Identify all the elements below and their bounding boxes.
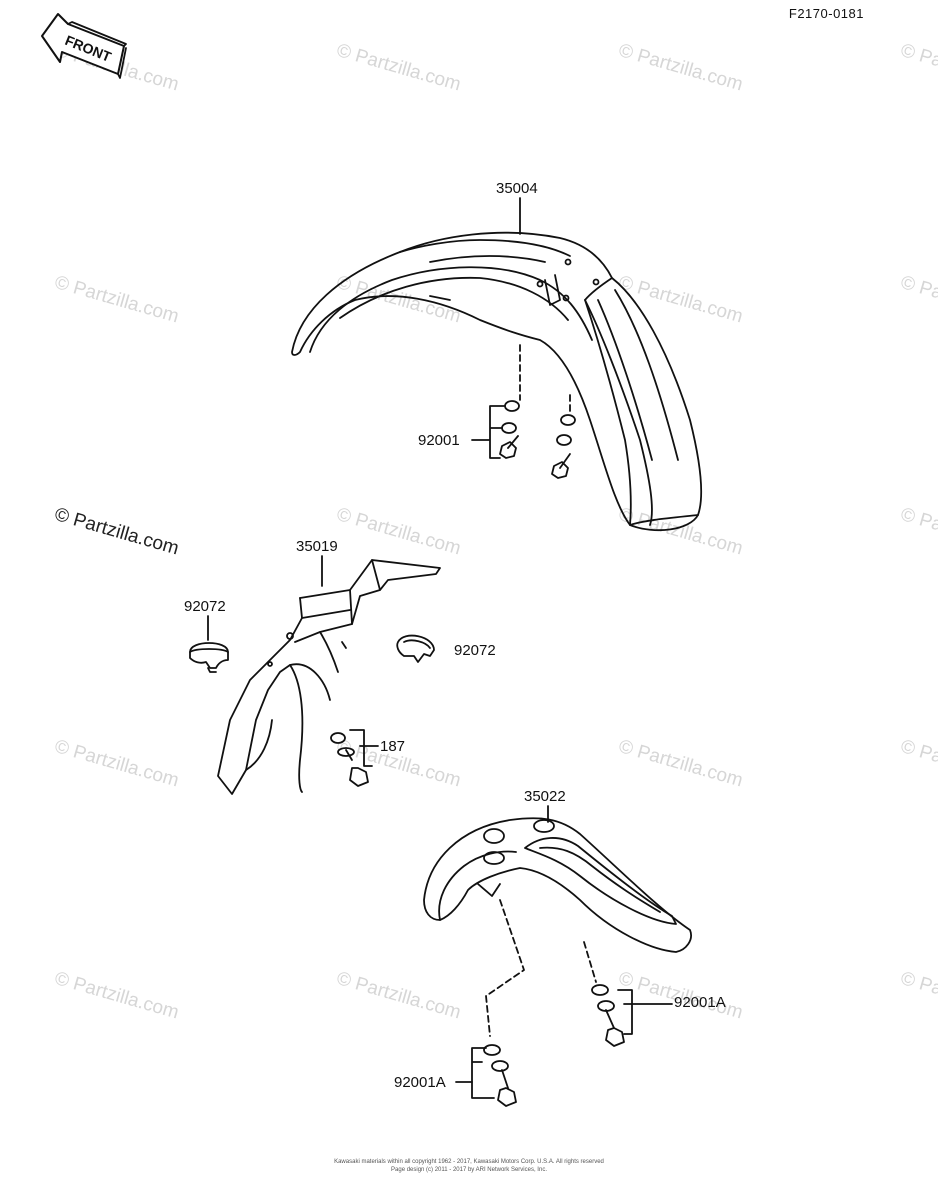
label-fender-bracket: 35019: [296, 538, 338, 555]
bolt-stack-187: [330, 732, 369, 787]
clamp-92072-right: [396, 634, 435, 663]
label-bolt-set-bracket: 187: [380, 738, 406, 755]
label-clamp-right: 92072: [454, 642, 496, 659]
diagram-code: F2170-0181: [788, 6, 864, 21]
rear-fender-35022: [423, 817, 692, 953]
bolt-stack-front-right: [551, 394, 576, 479]
fender-bracket-35019: [217, 559, 441, 795]
copyright-footer: Kawasaki materials within all copyright …: [0, 1158, 938, 1174]
bolt-stack-front-left: [499, 344, 521, 459]
bolt-stack-rear-right: [583, 941, 625, 1047]
label-clamp-left: 92072: [184, 598, 226, 615]
label-bolt-set-rear-left: 92001A: [394, 1074, 446, 1091]
copyright-line-2: Page design (c) 2011 - 2017 by ARI Netwo…: [391, 1167, 547, 1173]
copyright-line-1: Kawasaki materials within all copyright …: [334, 1159, 604, 1165]
label-rear-fender: 35022: [524, 788, 566, 805]
label-bolt-set-front: 92001: [418, 432, 460, 449]
label-bolt-set-rear-right: 92001A: [674, 994, 726, 1011]
clamp-92072-left: [189, 642, 229, 673]
front-arrow-icon: FRONT: [41, 13, 127, 79]
front-fender-35004: [291, 231, 703, 532]
bolt-stack-rear-left: [483, 899, 525, 1107]
label-front-fender: 35004: [496, 180, 538, 197]
